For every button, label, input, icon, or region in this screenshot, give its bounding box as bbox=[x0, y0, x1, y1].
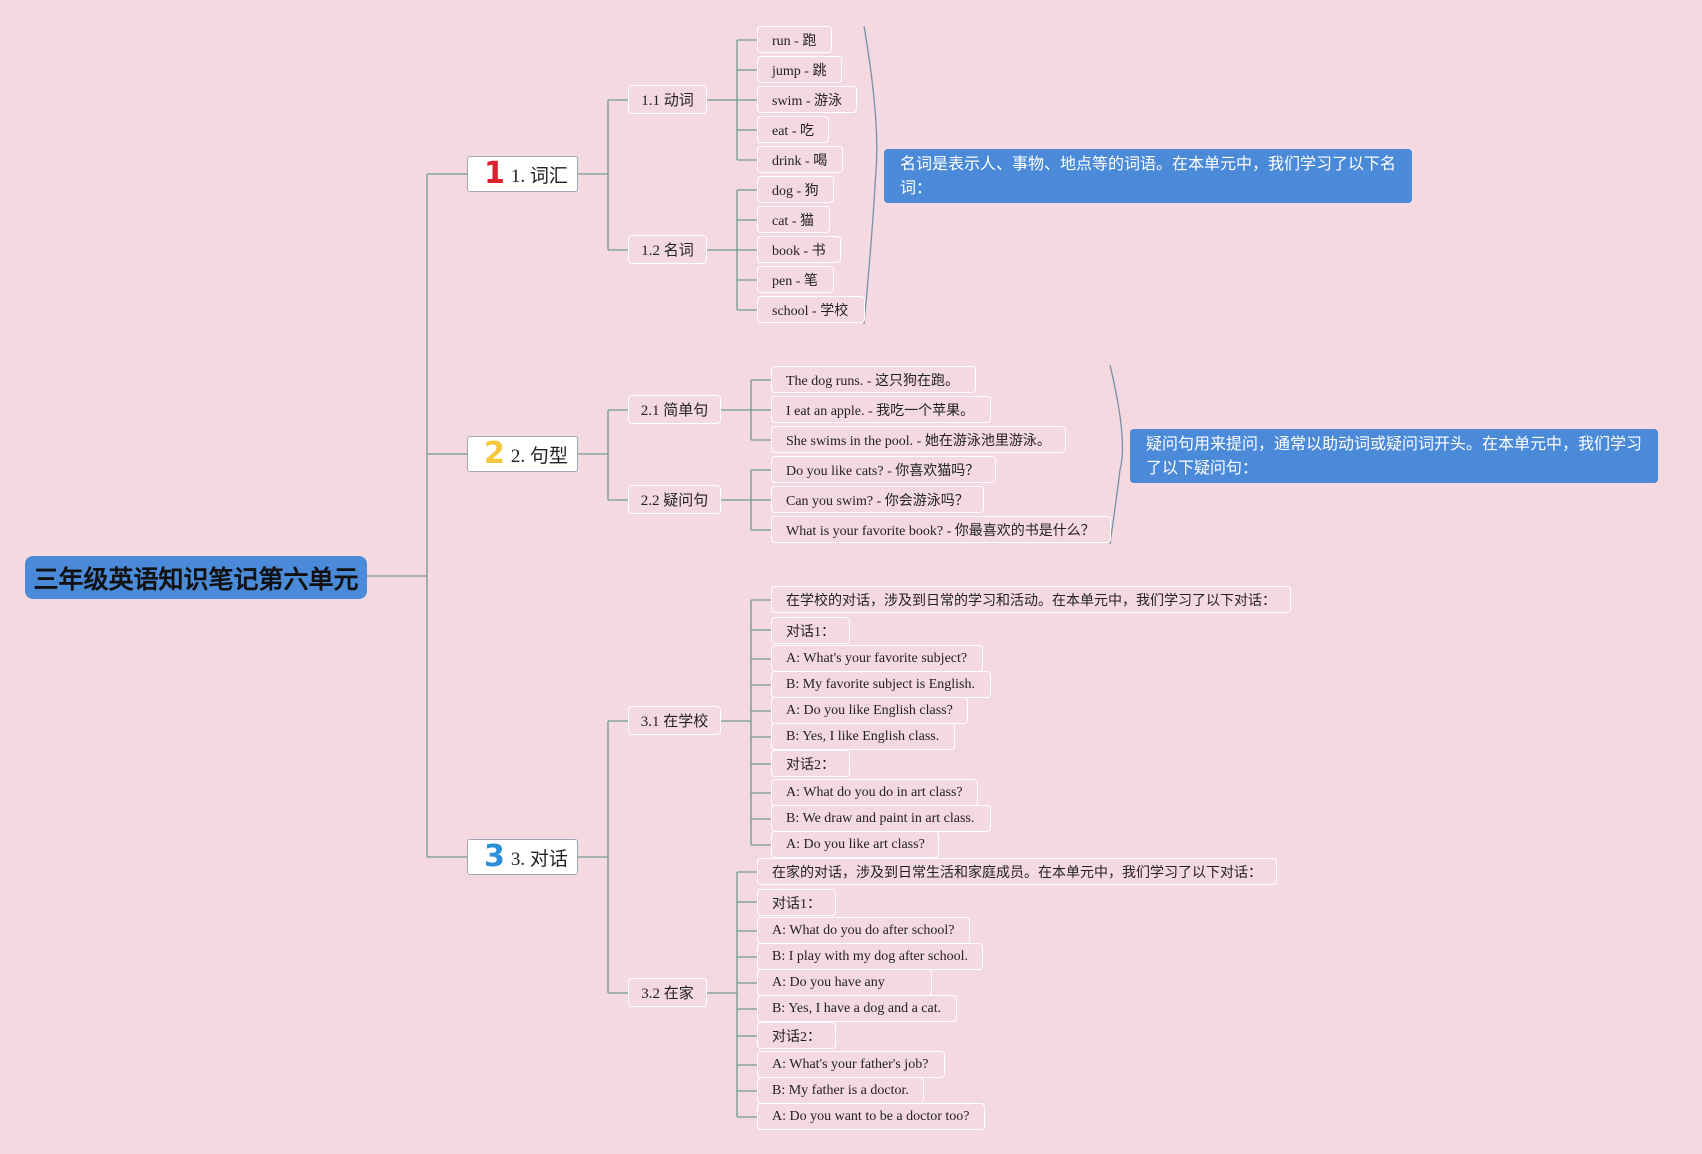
list-item[interactable]: 在学校的对话，涉及到日常的学习和活动。在本单元中，我们学习了以下对话： bbox=[771, 586, 1291, 613]
list-item[interactable]: school - 学校 bbox=[757, 296, 865, 323]
topic-label: 3. 对话 bbox=[510, 848, 568, 870]
topic-sentence-patterns[interactable]: 2 2. 句型 bbox=[467, 436, 578, 472]
list-item[interactable]: Can you swim? - 你会游泳吗？ bbox=[771, 486, 984, 513]
list-item[interactable]: What is your favorite book? - 你最喜欢的书是什么？ bbox=[771, 516, 1111, 543]
topic-vocabulary[interactable]: 1 1. 词汇 bbox=[467, 156, 578, 192]
number-three-icon: 3 bbox=[484, 839, 505, 874]
list-item[interactable]: 对话1： bbox=[771, 617, 850, 644]
subtopic-verbs[interactable]: 1.1 动词 bbox=[628, 85, 707, 114]
number-one-icon: 1 bbox=[484, 156, 505, 191]
number-two-icon: 2 bbox=[484, 436, 505, 471]
list-item[interactable]: A: What do you do in art class? bbox=[771, 779, 978, 806]
subtopic-simple-sentences[interactable]: 2.1 简单句 bbox=[628, 395, 721, 424]
list-item[interactable]: A: What's your father's job? bbox=[757, 1051, 945, 1078]
list-item[interactable]: B: Yes, I like English class. bbox=[771, 723, 955, 750]
topic-dialogues[interactable]: 3 3. 对话 bbox=[467, 839, 578, 875]
list-item[interactable]: 对话2： bbox=[757, 1022, 836, 1049]
summary-note-questions[interactable]: 疑问句用来提问，通常以助动词或疑问词开头。在本单元中，我们学习了以下疑问句： bbox=[1130, 429, 1658, 483]
subtopic-questions[interactable]: 2.2 疑问句 bbox=[628, 485, 721, 514]
list-item[interactable]: I eat an apple. - 我吃一个苹果。 bbox=[771, 396, 991, 423]
list-item[interactable]: eat - 吃 bbox=[757, 116, 829, 143]
root-title[interactable]: 三年级英语知识笔记第六单元 bbox=[25, 556, 367, 599]
list-item[interactable]: pen - 笔 bbox=[757, 266, 834, 293]
topic-label: 2. 句型 bbox=[510, 445, 568, 467]
list-item[interactable]: A: Do you like art class? bbox=[771, 831, 939, 858]
list-item[interactable]: A: What do you do after school? bbox=[757, 917, 970, 944]
list-item[interactable]: jump - 跳 bbox=[757, 56, 842, 83]
list-item[interactable]: 对话2： bbox=[771, 750, 850, 777]
list-item[interactable]: dog - 狗 bbox=[757, 176, 834, 203]
summary-brace-2 bbox=[1109, 364, 1124, 545]
list-item[interactable]: cat - 猫 bbox=[757, 206, 830, 233]
subtopic-at-home[interactable]: 3.2 在家 bbox=[628, 978, 707, 1007]
list-item[interactable]: A: What's your favorite subject? bbox=[771, 645, 983, 672]
list-item[interactable]: book - 书 bbox=[757, 236, 841, 263]
list-item[interactable]: 在家的对话，涉及到日常生活和家庭成员。在本单元中，我们学习了以下对话： bbox=[757, 858, 1277, 885]
topic-label: 1. 词汇 bbox=[510, 165, 568, 187]
summary-note-nouns[interactable]: 名词是表示人、事物、地点等的词语。在本单元中，我们学习了以下名词： bbox=[884, 149, 1412, 203]
list-item[interactable]: A: Do you want to be a doctor too? bbox=[757, 1103, 985, 1130]
list-item[interactable]: B: We draw and paint in art class. bbox=[771, 805, 991, 832]
list-item[interactable]: run - 跑 bbox=[757, 26, 832, 53]
list-item[interactable]: B: My favorite subject is English. bbox=[771, 671, 991, 698]
list-item[interactable]: drink - 喝 bbox=[757, 146, 843, 173]
list-item[interactable]: The dog runs. - 这只狗在跑。 bbox=[771, 366, 976, 393]
list-item[interactable]: swim - 游泳 bbox=[757, 86, 857, 113]
list-item[interactable]: B: I play with my dog after school. bbox=[757, 943, 983, 970]
list-item[interactable]: B: My father is a doctor. bbox=[757, 1077, 924, 1104]
list-item[interactable]: 对话1： bbox=[757, 889, 836, 916]
list-item[interactable]: A: Do you like English class? bbox=[771, 697, 968, 724]
summary-brace-1 bbox=[863, 25, 878, 325]
list-item[interactable]: She swims in the pool. - 她在游泳池里游泳。 bbox=[771, 426, 1066, 453]
list-item[interactable]: A: Do you have any bbox=[757, 969, 932, 996]
subtopic-nouns[interactable]: 1.2 名词 bbox=[628, 235, 707, 264]
subtopic-at-school[interactable]: 3.1 在学校 bbox=[628, 706, 721, 735]
list-item[interactable]: B: Yes, I have a dog and a cat. bbox=[757, 995, 957, 1022]
list-item[interactable]: Do you like cats? - 你喜欢猫吗？ bbox=[771, 456, 996, 483]
